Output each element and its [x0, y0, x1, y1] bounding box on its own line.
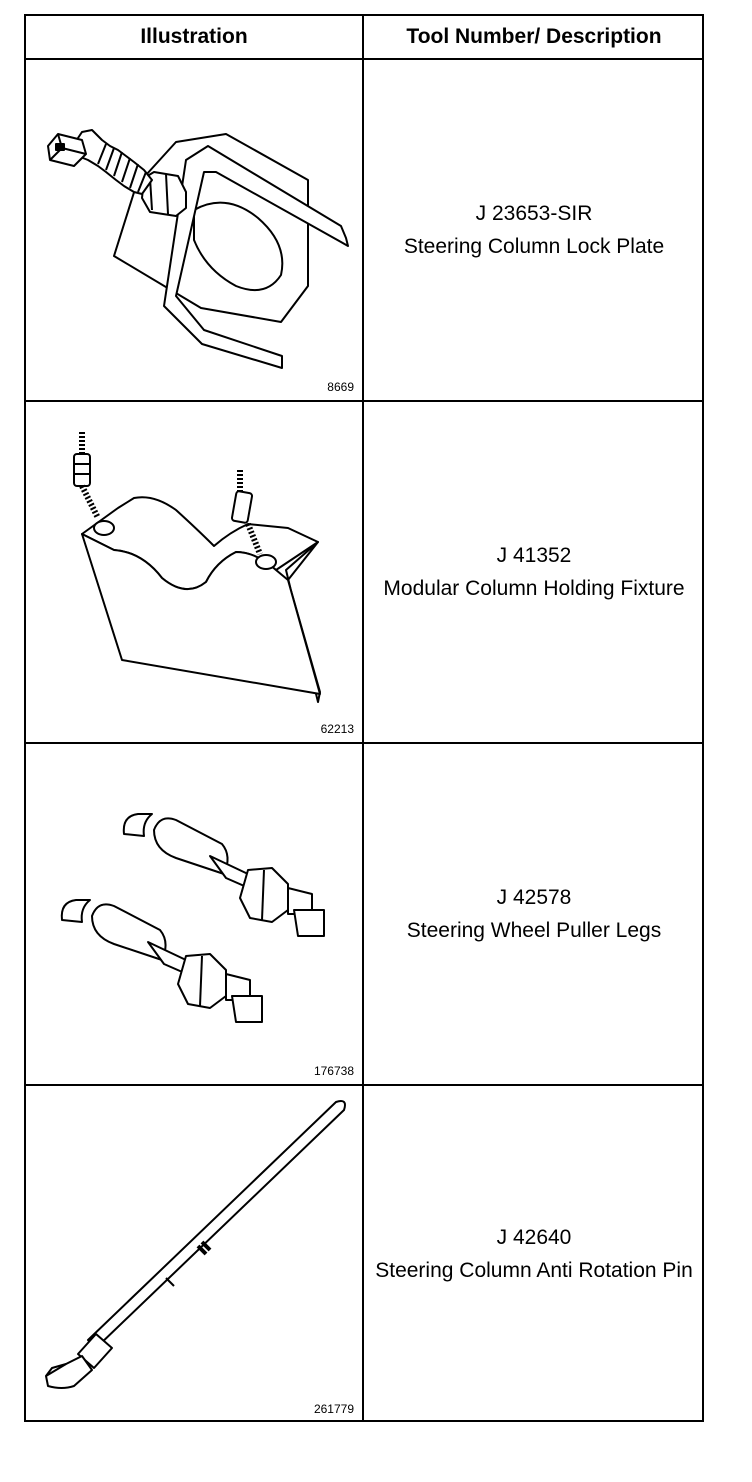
table-row: 62213 J 41352 Modular Column Holding Fix… — [26, 402, 702, 742]
anti-rotation-pin-illustration — [45, 1100, 346, 1389]
tool-description: Steering Column Lock Plate — [403, 235, 665, 258]
table-row: 176738 J 42578 Steering Wheel Puller Leg… — [26, 744, 702, 1084]
tool-number: J 41352 — [496, 544, 572, 567]
header-tool-description: Tool Number/ Description — [406, 25, 662, 48]
tool-number: J 42640 — [496, 1226, 572, 1249]
holding-fixture-illustration — [73, 432, 321, 703]
tool-description: Modular Column Holding Fixture — [383, 577, 685, 600]
figure-number: 261779 — [313, 1402, 354, 1416]
illustration-cell: 8669 — [26, 60, 362, 400]
tool-table: Illustration Tool Number/ Description — [24, 14, 704, 1422]
row-divider — [26, 742, 702, 744]
tool-description-cell: J 41352 Modular Column Holding Fixture — [364, 402, 704, 742]
tool-number: J 42578 — [496, 886, 572, 909]
figure-number: 176738 — [313, 1064, 354, 1078]
tool-description: Steering Column Anti Rotation Pin — [375, 1259, 693, 1282]
tool-description-cell: J 23653-SIR Steering Column Lock Plate — [364, 60, 704, 400]
tool-description-cell: J 42640 Steering Column Anti Rotation Pi… — [364, 1086, 704, 1422]
figure-number: 8669 — [327, 380, 354, 394]
row-divider — [26, 400, 702, 402]
illustration-cell: 62213 — [26, 402, 362, 742]
tool-description: Steering Wheel Puller Legs — [406, 919, 662, 942]
tool-description-cell: J 42578 Steering Wheel Puller Legs — [364, 744, 704, 1084]
table-row: 8669 J 23653-SIR Steering Column Lock Pl… — [26, 60, 702, 400]
puller-legs-illustration — [60, 813, 325, 1023]
tool-number: J 23653-SIR — [475, 202, 593, 225]
figure-number: 62213 — [320, 722, 354, 736]
header-illustration: Illustration — [140, 25, 248, 48]
header-divider — [26, 58, 702, 60]
row-divider — [26, 1084, 702, 1086]
illustration-cell: 261779 — [26, 1086, 362, 1422]
table-row: 261779 J 42640 Steering Column Anti Rota… — [26, 1086, 702, 1422]
column-divider — [362, 16, 364, 1420]
lock-plate-illustration — [47, 129, 349, 369]
illustration-cell: 176738 — [26, 744, 362, 1084]
